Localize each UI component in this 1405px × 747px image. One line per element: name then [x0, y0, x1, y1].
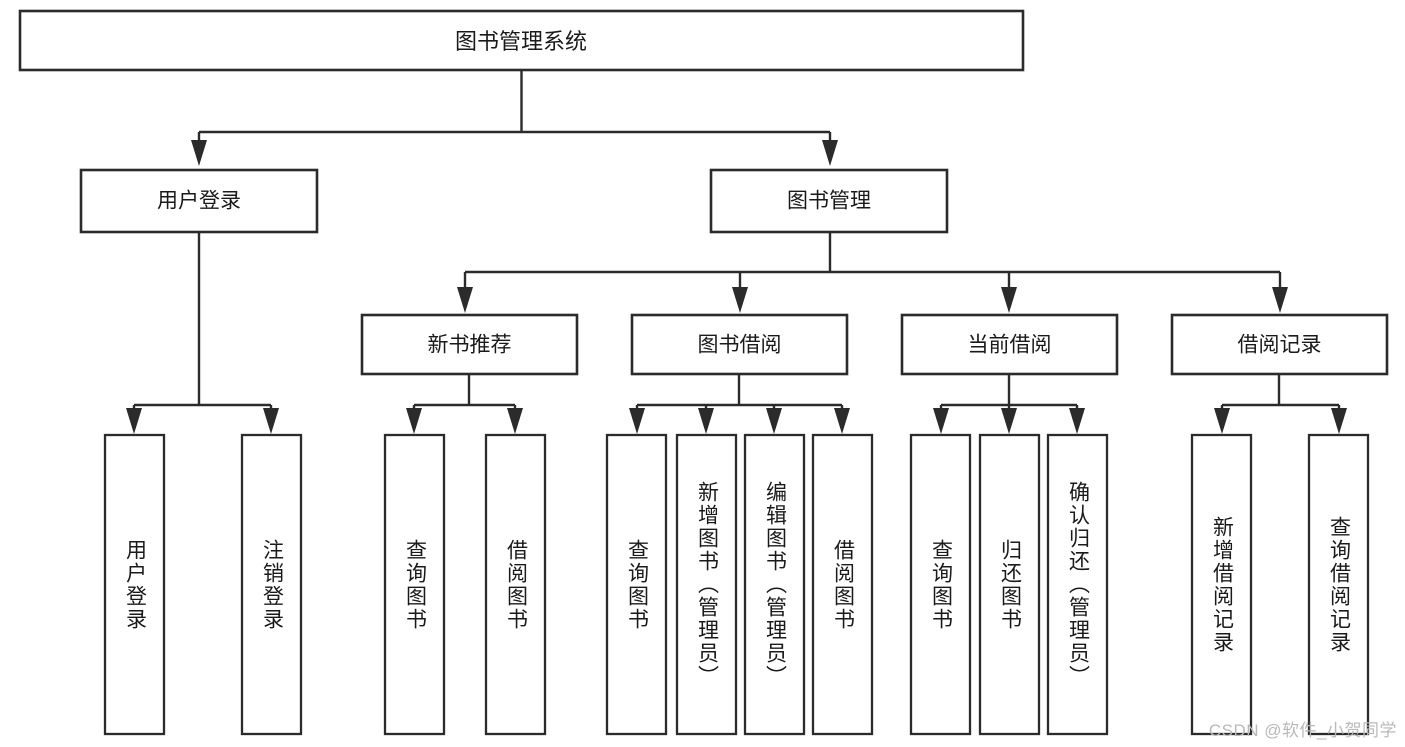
node-current-borrow[interactable]: 当前借阅 [900, 313, 1119, 376]
connector-group-current-borrow [933, 374, 1085, 434]
leaf-box-bb-1[interactable] [605, 433, 668, 736]
leaf-box-nbr-1[interactable] [383, 433, 446, 736]
arrowhead-book-mgmt [822, 140, 838, 166]
arrowhead-new-book-recommend [457, 287, 473, 313]
node-root[interactable]: 图书管理系统 [18, 9, 1025, 72]
leaf-box-cb-2[interactable] [978, 433, 1041, 736]
node-root-box[interactable] [18, 9, 1025, 72]
leaf-box-br-2[interactable] [1307, 433, 1370, 736]
leaf-box-bb-4[interactable] [811, 433, 874, 736]
node-user-login-label: 用户登录 [157, 190, 241, 213]
connector-group-book-mgmt [457, 232, 1288, 313]
connector-group-borrow-record [1214, 374, 1347, 434]
leaf-group-book-borrow [605, 433, 874, 736]
node-borrow-record-box[interactable] [1170, 313, 1389, 376]
node-new-book-recommend-box[interactable] [360, 313, 579, 376]
node-borrow-record[interactable]: 借阅记录 [1170, 313, 1389, 376]
leaf-box-bb-2[interactable] [675, 433, 738, 736]
connector-group-user-login [126, 232, 279, 434]
arrowhead-leaf-cb-2 [1001, 408, 1017, 434]
node-book-management[interactable]: 图书管理 [709, 168, 949, 234]
arrowhead-leaf-cb-3 [1069, 408, 1085, 434]
arrowhead-leaf-user-login-2 [263, 408, 279, 434]
arrowhead-book-borrow [732, 287, 748, 313]
node-book-borrow-box[interactable] [630, 313, 849, 376]
connector-group-book-borrow [629, 374, 850, 434]
leaf-box-user-login-1[interactable] [103, 433, 166, 736]
leaf-box-nbr-2[interactable] [484, 433, 547, 736]
leaf-box-cb-1[interactable] [909, 433, 972, 736]
arrowhead-leaf-nbr-2 [507, 408, 523, 434]
node-user-login-box[interactable] [79, 168, 319, 234]
connector-group-new-book-recommend [406, 374, 523, 434]
node-user-login[interactable]: 用户登录 [79, 168, 319, 234]
node-current-borrow-label: 当前借阅 [968, 334, 1052, 357]
arrowhead-current-borrow [1001, 287, 1017, 313]
leaf-group-borrow-record [1190, 433, 1370, 736]
node-borrow-record-label: 借阅记录 [1238, 334, 1322, 357]
node-book-management-box[interactable] [709, 168, 949, 234]
arrowhead-leaf-bb-2 [698, 408, 714, 434]
arrowhead-leaf-nbr-1 [406, 408, 422, 434]
node-root-label: 图书管理系统 [455, 29, 587, 54]
node-current-borrow-box[interactable] [900, 313, 1119, 376]
arrowhead-borrow-record [1272, 287, 1288, 313]
node-book-management-label: 图书管理 [787, 190, 871, 213]
leaf-box-br-1[interactable] [1190, 433, 1253, 736]
leaf-group-new-book-recommend [383, 433, 547, 736]
leaf-group-user-login [103, 433, 303, 736]
leaf-box-bb-3[interactable] [743, 433, 806, 736]
arrowhead-leaf-bb-3 [766, 408, 782, 434]
arrowhead-leaf-user-login-1 [126, 408, 142, 434]
node-new-book-recommend[interactable]: 新书推荐 [360, 313, 579, 376]
arrowhead-leaf-br-1 [1214, 408, 1230, 434]
node-book-borrow-label: 图书借阅 [698, 334, 782, 357]
node-book-borrow[interactable]: 图书借阅 [630, 313, 849, 376]
arrowhead-user-login [191, 140, 207, 166]
arrowhead-leaf-cb-1 [933, 408, 949, 434]
leaf-box-user-login-2[interactable] [240, 433, 303, 736]
leaf-group-current-borrow [909, 433, 1109, 736]
arrowhead-leaf-br-2 [1331, 408, 1347, 434]
connector-group-root [191, 70, 838, 166]
watermark-text: CSDN @软件_小贺同学 [1208, 721, 1397, 740]
arrowhead-leaf-bb-1 [629, 408, 645, 434]
arrowhead-leaf-bb-4 [834, 408, 850, 434]
node-new-book-recommend-label: 新书推荐 [428, 334, 512, 357]
leaf-box-cb-3[interactable] [1046, 433, 1109, 736]
